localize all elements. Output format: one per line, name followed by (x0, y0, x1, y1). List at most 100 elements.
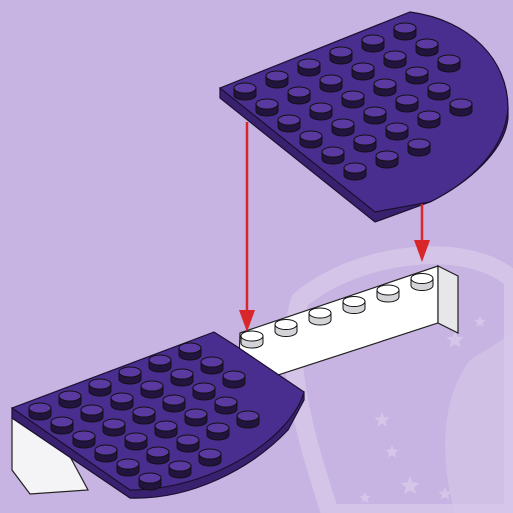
stud-top (176, 434, 200, 446)
stud-top (449, 98, 473, 110)
plate-stud (375, 150, 399, 169)
plate-stud (80, 404, 104, 423)
star-icon (474, 316, 486, 327)
stud-top (361, 34, 385, 46)
assembly-arrows (239, 122, 430, 332)
background-swirl (445, 330, 513, 513)
top-plate-studs (233, 22, 473, 181)
stud-top (287, 86, 311, 98)
stud-top (395, 94, 419, 106)
plate-stud (94, 444, 118, 463)
white-brick-studs (240, 273, 434, 349)
stud-top (277, 114, 301, 126)
plate-stud (373, 78, 397, 97)
stud-top (140, 380, 164, 392)
plate-stud (170, 368, 194, 387)
plate-stud (417, 110, 441, 129)
brick-stud (410, 273, 434, 291)
brick-stud (342, 296, 366, 314)
stud-top (385, 122, 409, 134)
plate-stud (138, 472, 162, 491)
stud-top (116, 458, 140, 470)
plate-stud (297, 58, 321, 77)
stud-top (405, 66, 429, 78)
stud-top (342, 296, 366, 307)
plate-stud (319, 74, 343, 93)
plate-stud (118, 366, 142, 385)
background-decoration (284, 246, 513, 513)
plate-stud (341, 90, 365, 109)
plate-stud (385, 122, 409, 141)
plate-stud (393, 22, 417, 41)
stud-top (138, 472, 162, 484)
plate-stud (198, 448, 222, 467)
plate-stud (214, 396, 238, 415)
plate-stud (255, 98, 279, 117)
plate-stud (192, 382, 216, 401)
star-icon (438, 487, 452, 500)
stud-top (265, 70, 289, 82)
stud-top (410, 273, 434, 284)
stud-top (28, 402, 52, 414)
stud-top (118, 366, 142, 378)
stud-top (110, 392, 134, 404)
stud-top (132, 406, 156, 418)
plate-stud (309, 102, 333, 121)
plate-stud (178, 342, 202, 361)
stud-top (170, 368, 194, 380)
plate-stud (361, 34, 385, 53)
brick-stud (308, 307, 332, 326)
plate-stud (132, 406, 156, 425)
stud-top (393, 22, 417, 34)
plate-stud (351, 62, 375, 81)
plate-stud (162, 394, 186, 413)
stud-top (373, 78, 397, 90)
plate-stud (88, 378, 112, 397)
plate-stud (176, 434, 200, 453)
plate-stud (168, 460, 192, 479)
white-brick-end (437, 265, 459, 334)
stud-top (308, 307, 332, 319)
stud-top (363, 106, 387, 118)
stud-top (50, 416, 74, 428)
arrow-icon (239, 122, 255, 332)
plate-stud (148, 354, 172, 373)
plate-stud (124, 432, 148, 451)
plate-stud (449, 98, 473, 117)
plate-stud (299, 130, 323, 149)
plate-stud (287, 86, 311, 105)
stud-top (124, 432, 148, 444)
stud-top (192, 382, 216, 394)
stud-top (353, 134, 377, 146)
plate-stud (102, 418, 126, 437)
plate-stud (58, 390, 82, 409)
plate-stud (116, 458, 140, 477)
plate-stud (277, 114, 301, 133)
plate-stud (146, 446, 170, 465)
stud-top (58, 390, 82, 402)
stud-top (351, 62, 375, 74)
stud-top (321, 146, 345, 158)
brick-stud (240, 330, 264, 349)
plate-stud (72, 430, 96, 449)
stud-top (427, 82, 451, 94)
stud-top (72, 430, 96, 442)
plate-stud (437, 54, 461, 73)
stud-top (102, 418, 126, 430)
plate-stud (28, 402, 52, 421)
stud-top (200, 356, 224, 368)
plate-stud (265, 70, 289, 89)
arrow-icon (414, 204, 430, 262)
plate-stud (110, 392, 134, 411)
plate-stud (343, 162, 367, 181)
stud-top (94, 444, 118, 456)
brick-stud (376, 284, 400, 303)
stud-top (198, 448, 222, 460)
stud-top (214, 396, 238, 408)
plate-stud (140, 380, 164, 399)
stud-top (240, 330, 264, 342)
brick-stud (274, 319, 298, 337)
plate-stud (395, 94, 419, 113)
stud-top (299, 130, 323, 142)
stud-top (437, 54, 461, 66)
